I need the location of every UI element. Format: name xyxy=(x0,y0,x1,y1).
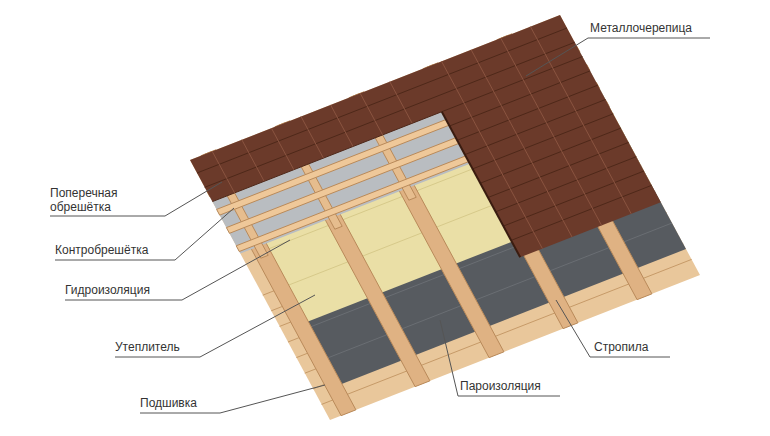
part-label: Контробрешётка xyxy=(55,243,185,257)
soffit-boards xyxy=(190,15,700,420)
part-label: Гидроизоляция xyxy=(65,283,195,297)
leader-line xyxy=(115,295,315,357)
metal-tile xyxy=(190,15,661,347)
leader-line xyxy=(55,208,234,260)
leader-lines xyxy=(50,38,710,413)
part-label: Металлочерепица xyxy=(590,21,720,35)
part-label: Поперечная обрешётка xyxy=(50,186,150,214)
metal-tile-edge xyxy=(442,112,520,258)
part-label: Подшивка xyxy=(140,396,250,410)
roof-layers xyxy=(190,15,700,420)
part-label: Утеплитель xyxy=(115,340,225,354)
leader-line xyxy=(140,385,325,413)
metal-tile-waves xyxy=(212,27,631,339)
part-label: Пароизоляция xyxy=(460,379,580,393)
metal-tile-rows xyxy=(197,28,652,330)
leader-line xyxy=(526,38,710,76)
part-label: Стропила xyxy=(594,340,704,354)
leader-line xyxy=(50,182,222,216)
